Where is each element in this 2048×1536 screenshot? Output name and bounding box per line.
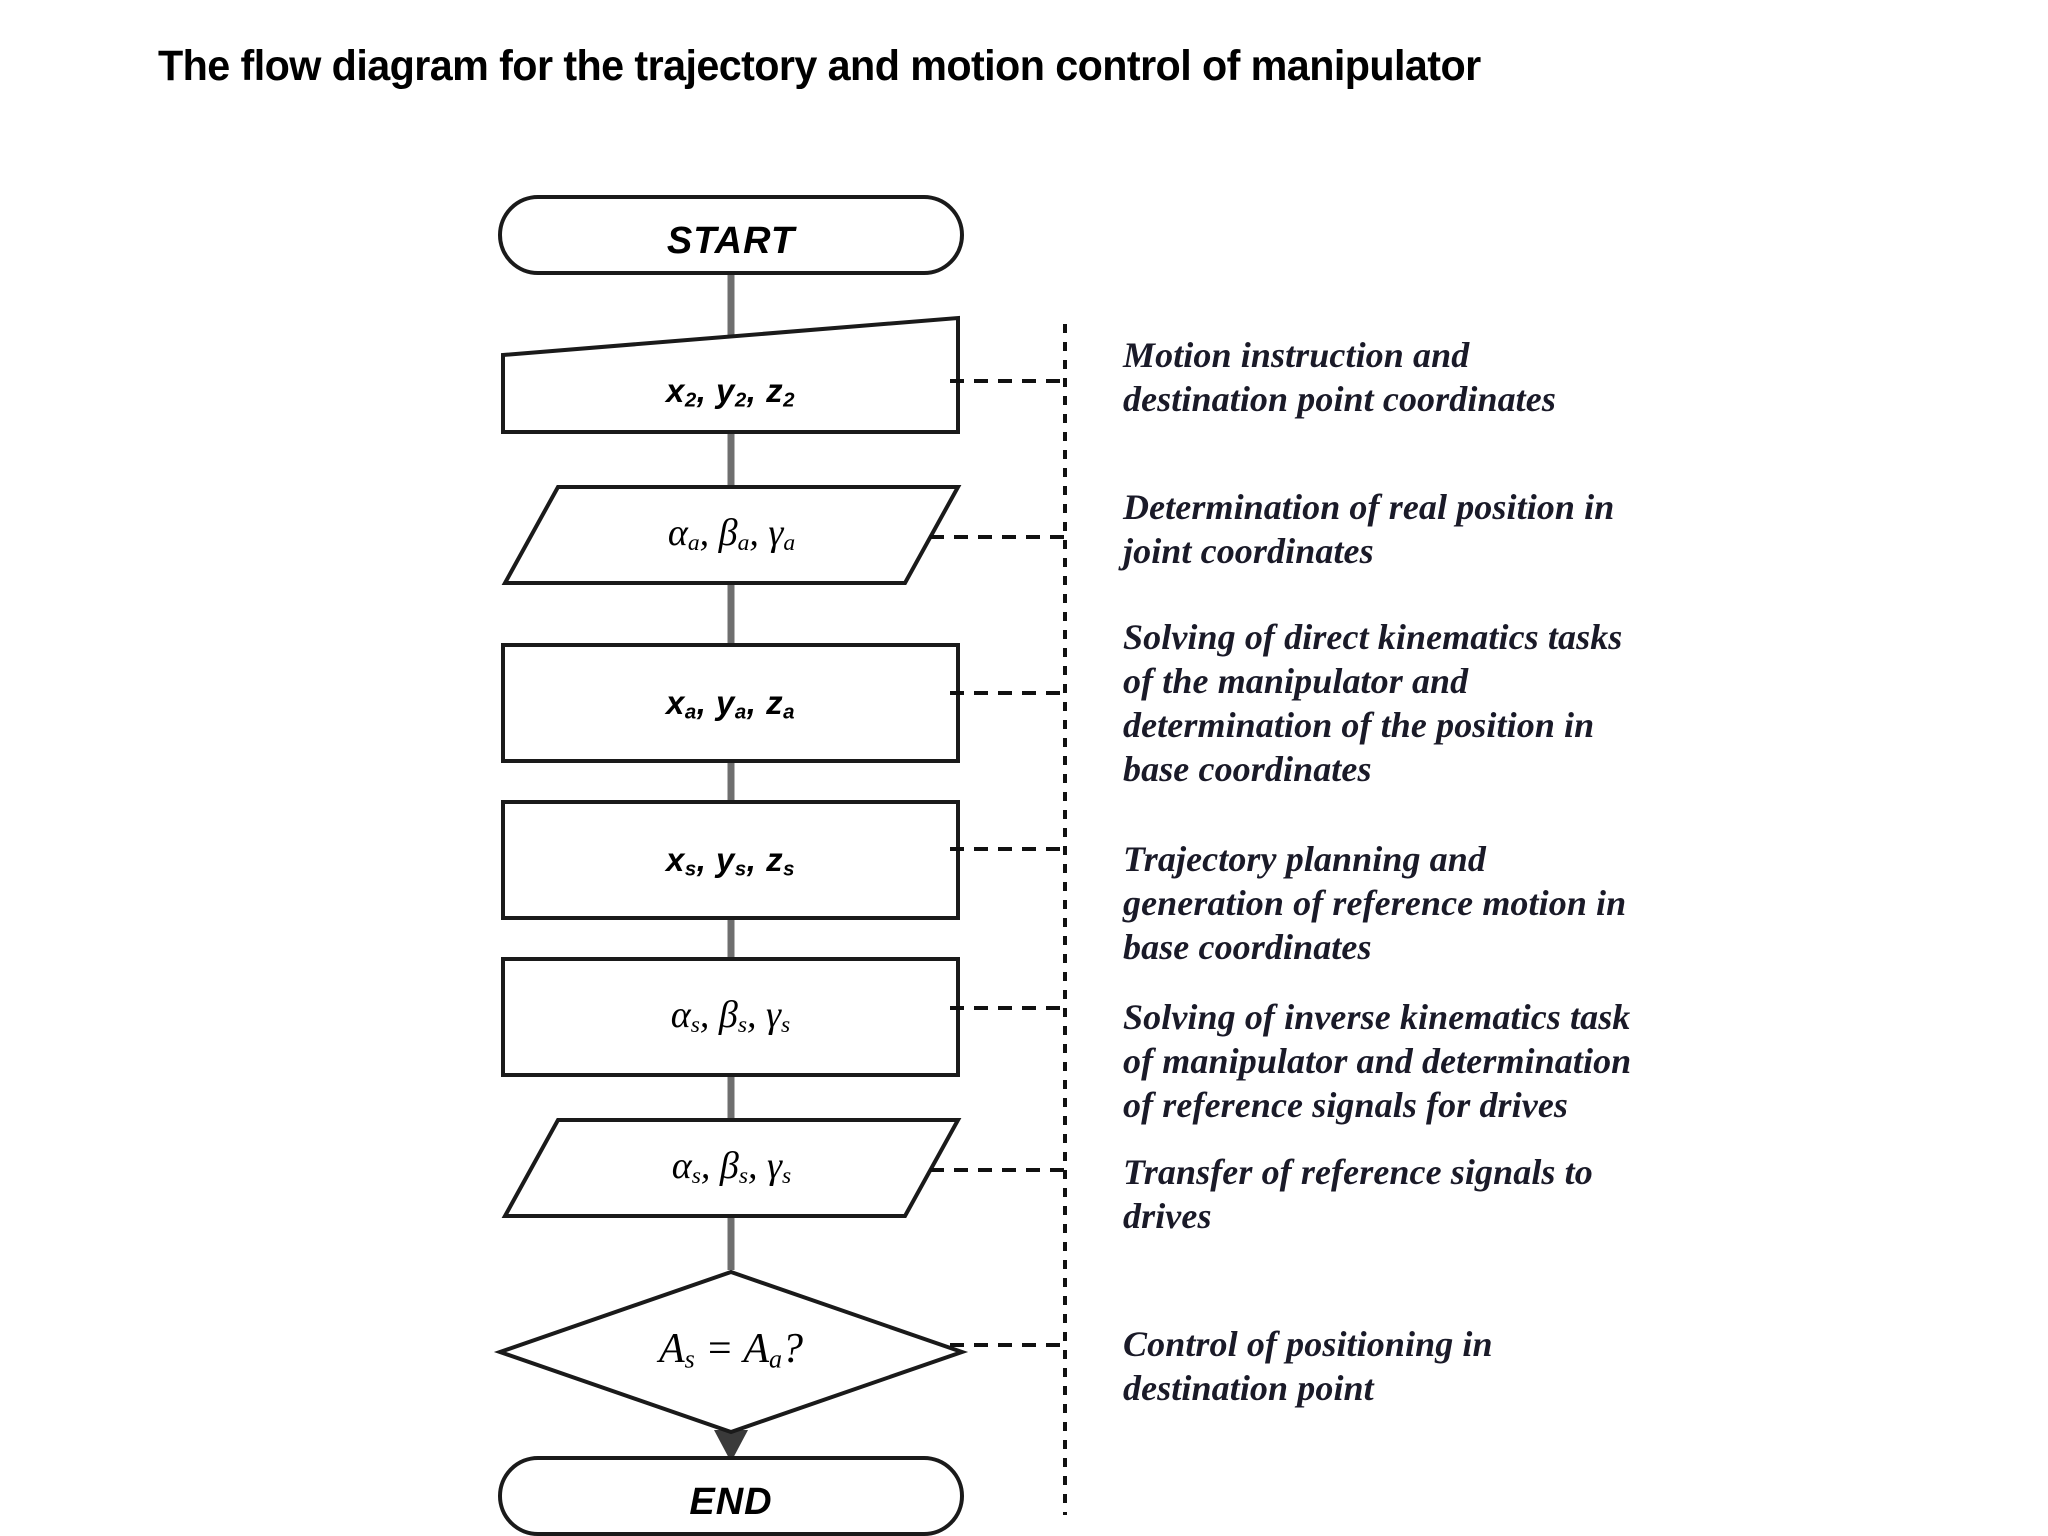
annotation-line: of the manipulator and (1123, 661, 1469, 701)
annotation-line: base coordinates (1123, 927, 1372, 967)
node-check-shape[interactable] (493, 1269, 969, 1435)
annotation-line: of reference signals for drives (1123, 1085, 1569, 1125)
annotation-line: Control of positioning in (1123, 1324, 1493, 1364)
node-start-shape[interactable] (498, 195, 964, 275)
node-joint-a-shape[interactable] (501, 485, 962, 585)
annotation-line: Transfer of reference signals to (1123, 1152, 1593, 1192)
annotation-line: Solving of inverse kinematics task (1123, 997, 1631, 1037)
annotation-line: destination point (1123, 1368, 1374, 1408)
annotation-line: determination of the position in (1123, 705, 1595, 745)
node-out-s-shape[interactable] (501, 1118, 962, 1218)
annotation-line: base coordinates (1123, 749, 1372, 789)
annotation-line: of manipulator and determination (1123, 1041, 1632, 1081)
annotation-line: Solving of direct kinematics tasks (1123, 617, 1623, 657)
node-input2-shape[interactable] (501, 315, 960, 434)
annotation-line: generation of reference motion in (1123, 883, 1627, 923)
annotation-line: destination point coordinates (1123, 379, 1556, 419)
arrowhead-to-end (714, 1430, 748, 1462)
annotation-line: Trajectory planning and (1123, 839, 1487, 879)
annotation-line: Determination of real position in (1123, 487, 1615, 527)
page-title: The flow diagram for the trajectory and … (158, 42, 1481, 90)
node-joint-s-shape[interactable] (501, 957, 960, 1077)
node-base-s-shape[interactable] (501, 800, 960, 920)
annotation-line: joint coordinates (1123, 531, 1374, 571)
annotation-line: Motion instruction and (1123, 335, 1470, 375)
node-end-shape[interactable] (498, 1456, 964, 1536)
annotation-line: drives (1123, 1196, 1212, 1236)
node-base-a-shape[interactable] (501, 643, 960, 763)
annotation-leaders (930, 379, 1065, 1347)
